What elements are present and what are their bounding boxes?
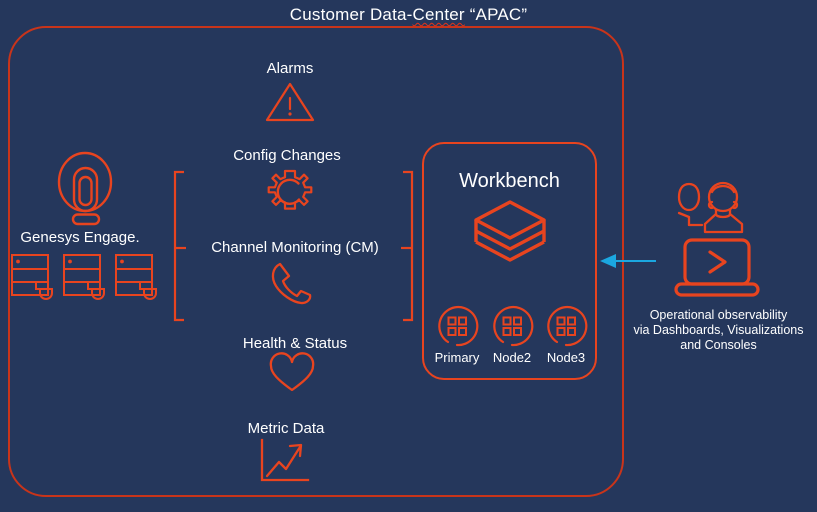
title-spellcheck-word: Center bbox=[412, 5, 465, 24]
warning-triangle-icon bbox=[263, 80, 317, 124]
observability-line-3: and Consoles bbox=[680, 338, 757, 352]
observability-caption: Operational observability via Dashboards… bbox=[620, 308, 817, 353]
node-label-primary: Primary bbox=[434, 350, 480, 365]
phone-handset-icon bbox=[268, 260, 318, 308]
left-bracket bbox=[172, 170, 188, 322]
heart-icon bbox=[268, 352, 316, 394]
genesys-engage-label: Genesys Engage. bbox=[20, 229, 140, 246]
stream-label-metric-data: Metric Data bbox=[247, 420, 325, 437]
workbench-panel bbox=[422, 142, 597, 380]
workbench-title: Workbench bbox=[459, 170, 560, 192]
observability-line-1: Operational observability bbox=[649, 308, 788, 322]
node-label-node2: Node2 bbox=[492, 350, 532, 365]
node-circle-icon bbox=[436, 305, 479, 347]
stream-label-health-status: Health & Status bbox=[242, 335, 348, 352]
observability-line-2: via Dashboards, Visualizations bbox=[633, 323, 804, 337]
line-chart-icon bbox=[258, 438, 312, 486]
page-title: Customer Data-Center “APAC” bbox=[0, 5, 817, 25]
server-rack-icon bbox=[62, 253, 114, 305]
layered-stack-icon bbox=[470, 198, 550, 270]
genesys-logo-icon bbox=[52, 151, 124, 226]
two-people-icon bbox=[676, 180, 758, 236]
laptop-console-icon bbox=[673, 238, 761, 302]
stream-label-config-changes: Config Changes bbox=[233, 147, 341, 164]
title-suffix: “APAC” bbox=[464, 5, 528, 24]
server-rack-icon bbox=[10, 253, 62, 305]
stream-label-alarms: Alarms bbox=[266, 60, 314, 77]
server-rack-icon bbox=[114, 253, 166, 305]
node-circle-icon bbox=[545, 305, 588, 347]
gear-icon bbox=[264, 166, 316, 218]
right-bracket bbox=[399, 170, 415, 322]
node-label-node3: Node3 bbox=[546, 350, 586, 365]
left-arrow-icon bbox=[598, 252, 658, 270]
node-circle-icon bbox=[491, 305, 534, 347]
title-prefix: Customer Data- bbox=[289, 5, 413, 24]
stream-label-channel-monitoring: Channel Monitoring (CM) bbox=[211, 239, 379, 256]
